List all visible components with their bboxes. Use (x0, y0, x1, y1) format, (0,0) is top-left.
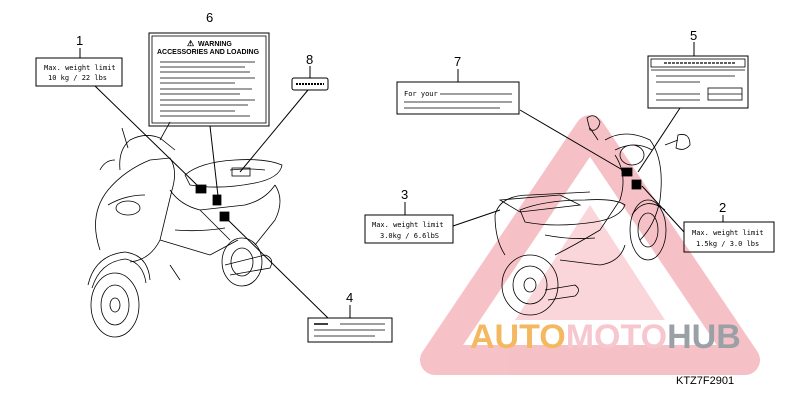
leader-8 (239, 89, 309, 173)
watermark: AUTOMOTOHUB (420, 115, 760, 375)
right-scooter (494, 115, 691, 316)
label-1-line1: Max. weight limit (44, 64, 116, 72)
watermark-hub: HUB (667, 318, 741, 356)
leader-4 (225, 217, 329, 319)
label-6-line2: ACCESSORIES AND LOADING (157, 49, 260, 56)
watermark-moto: MOTO (566, 318, 667, 356)
leader-5 (637, 107, 681, 173)
watermark-triangle (420, 115, 760, 375)
label-3: Max. weight limit 3.0kg / 6.6lbS (364, 214, 454, 244)
label-2: Max. weight limit 1.5kg / 3.0 lbs (683, 221, 775, 253)
label-3-line1: Max. weight limit (372, 221, 444, 229)
callout-6: 6 (206, 10, 213, 25)
label-6-body-lines (160, 61, 255, 117)
diagram-code: KTZ7F2901 (676, 375, 734, 387)
callout-8: 8 (306, 52, 313, 67)
leader-2 (641, 185, 685, 233)
label-1-line2: 10 kg / 22 lbs (48, 74, 107, 82)
label-2-line1: Max. weight limit (692, 229, 764, 237)
callout-2: 2 (719, 200, 726, 215)
leader-1 (94, 85, 199, 187)
label-3-line2: 3.0kg / 6.6lbS (380, 232, 439, 240)
callout-3: 3 (401, 187, 408, 202)
label-8 (291, 77, 329, 91)
leader-6 (209, 125, 219, 197)
left-scooter (87, 121, 283, 338)
label-6: ⚠ WARNING ACCESSORIES AND LOADING (148, 32, 270, 127)
label-4 (307, 317, 393, 343)
callout-4: 4 (346, 290, 353, 305)
leader-7 (519, 109, 627, 173)
callout-1: 1 (76, 33, 83, 48)
label-2-line2: 1.5kg / 3.0 lbs (696, 240, 759, 248)
watermark-auto: AUTO (470, 318, 566, 356)
watermark-text: AUTOMOTOHUB (470, 318, 741, 356)
callout-5: 5 (690, 28, 697, 43)
label-1: Max. weight limit 10 kg / 22 lbs (35, 57, 123, 87)
label-7: For your (396, 81, 520, 115)
label-6-line1: WARNING (198, 41, 232, 48)
label-5 (647, 55, 749, 109)
warning-icon: ⚠ (187, 39, 194, 48)
leader-3 (452, 209, 501, 227)
label-7-line1: For your (404, 90, 438, 98)
callout-7: 7 (454, 54, 461, 69)
